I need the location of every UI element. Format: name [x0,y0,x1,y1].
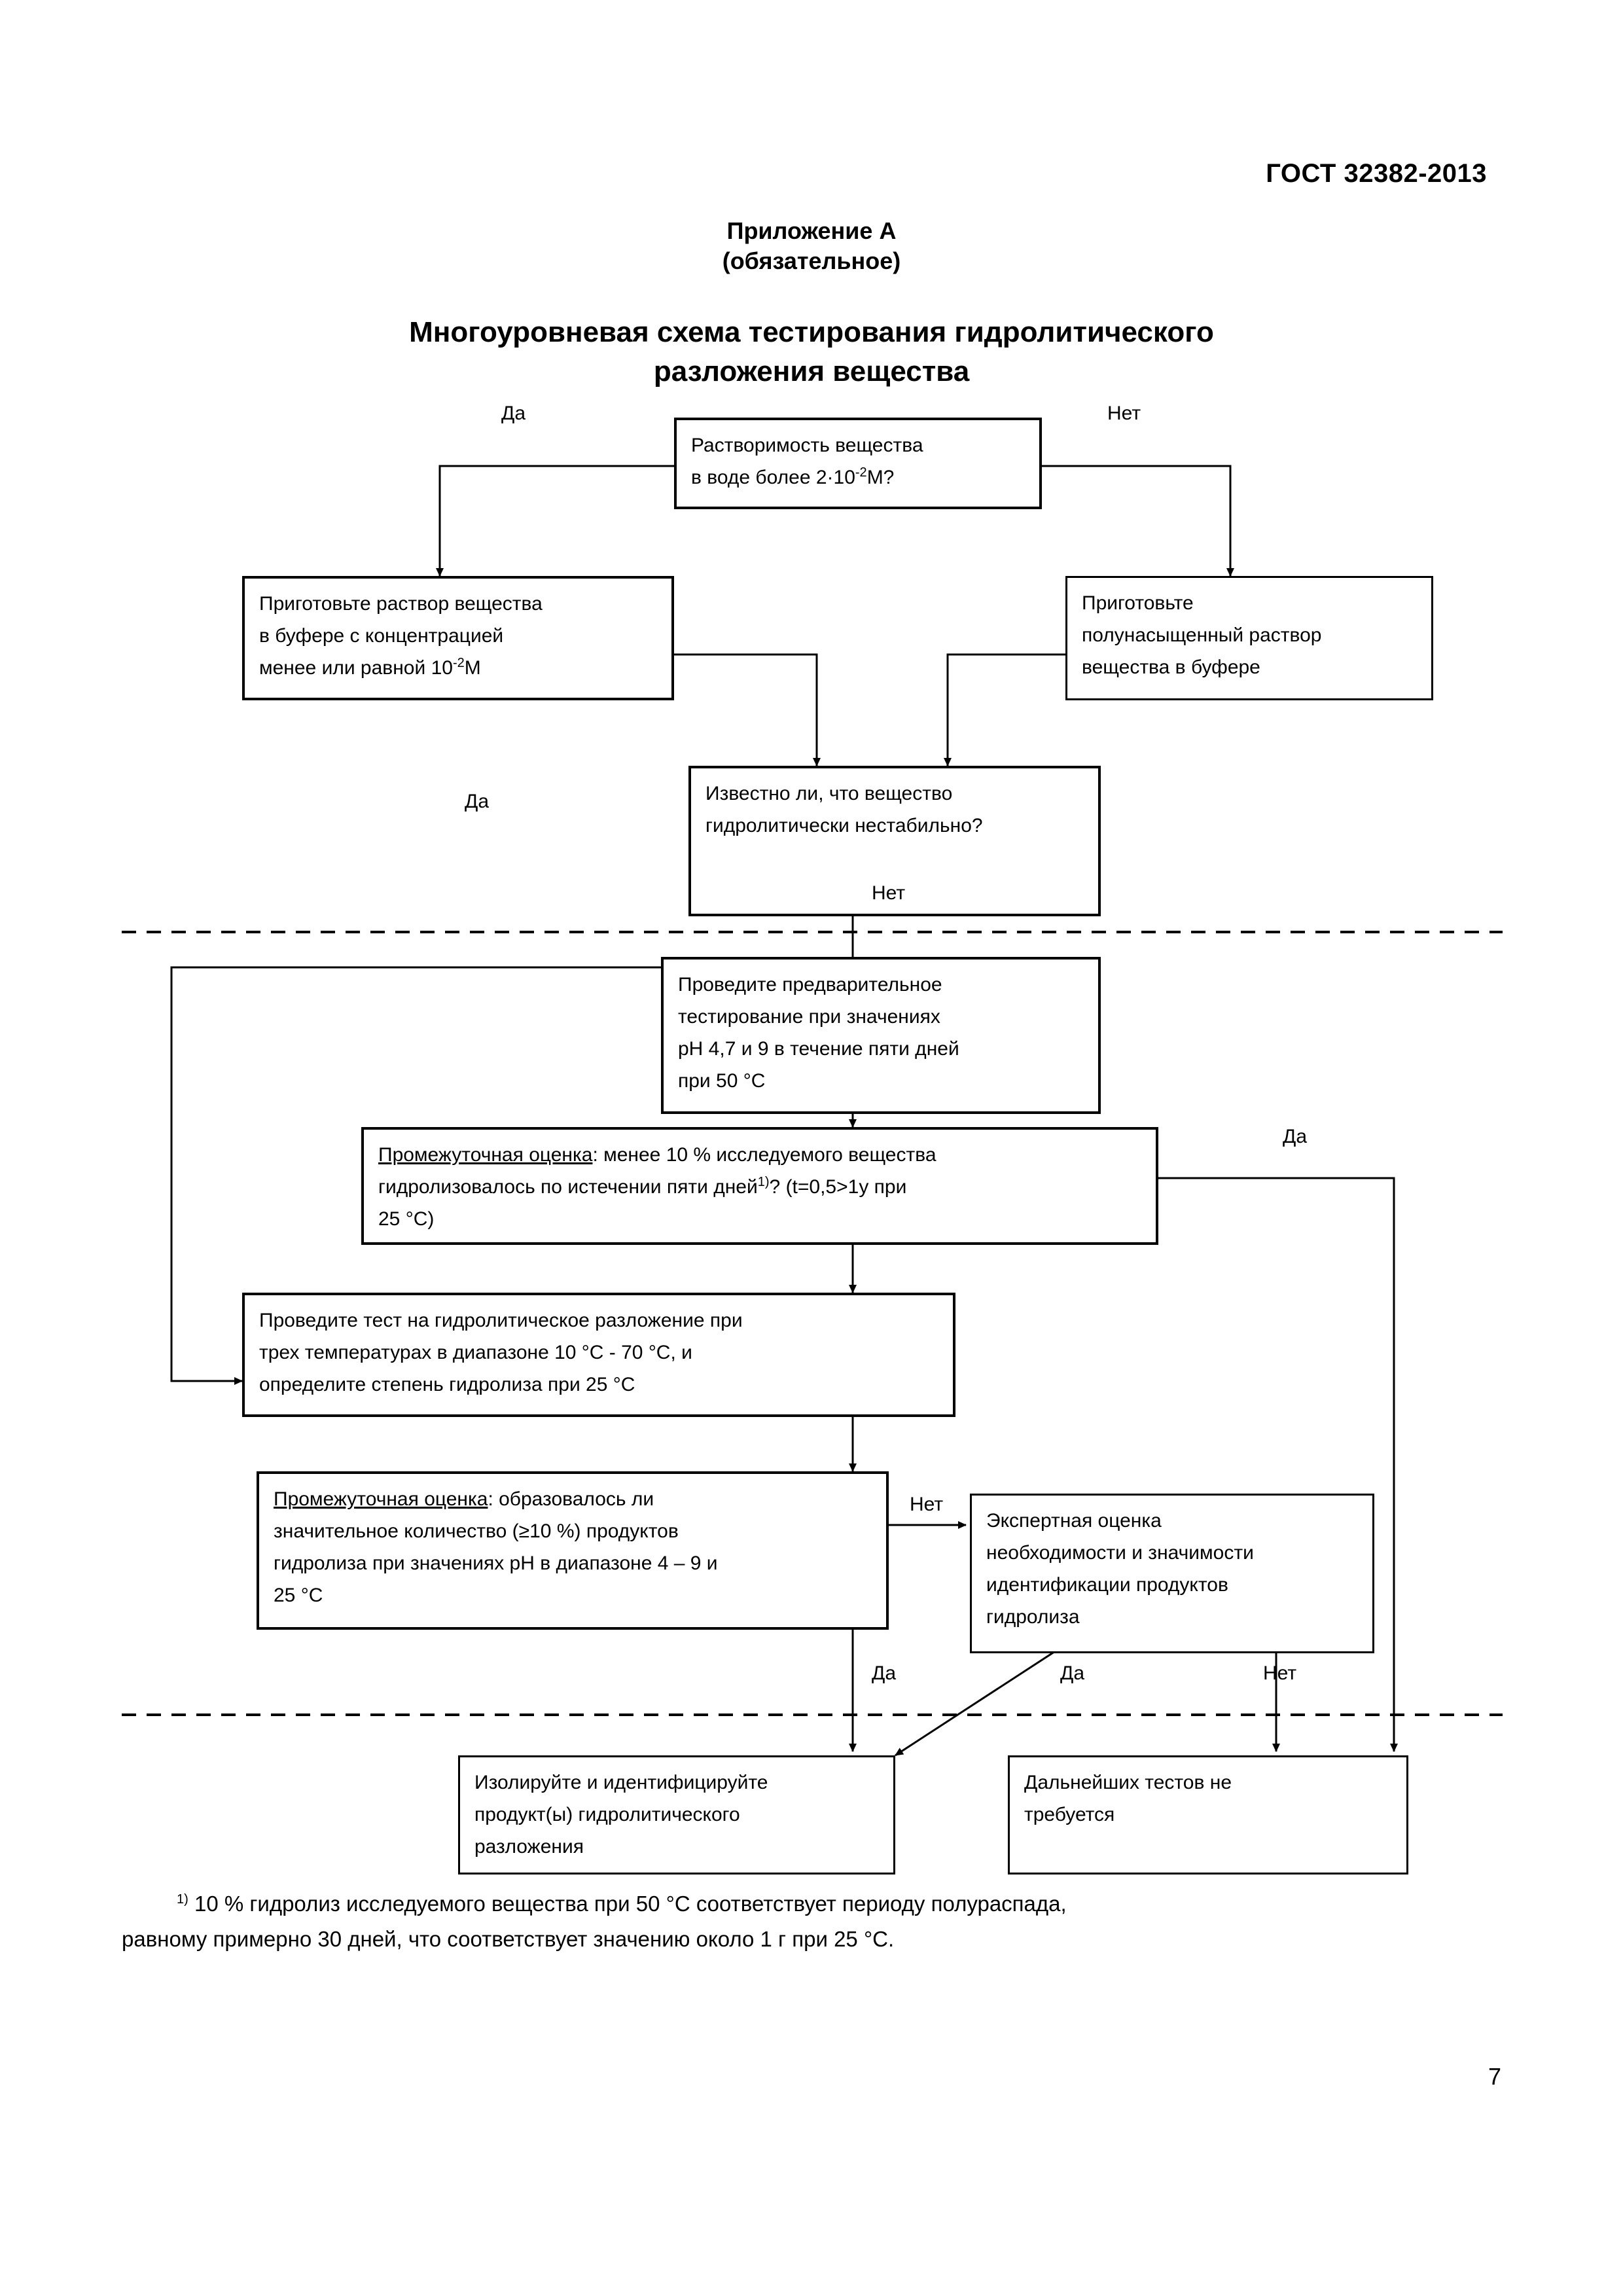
interim1-l2b: ? (t=0,5>1y при [769,1176,907,1198]
node-interim-assessment-2: Промежуточная оценка: образовалось ли зн… [257,1471,889,1630]
edge-label-yes-interim1: Да [1283,1126,1308,1147]
hydro-test-line2: трех температурах в диапазоне 10 °С - 70… [259,1342,692,1363]
interim1-line3: 25 °С) [378,1208,435,1230]
node-preliminary-test: Проведите предварительное тестирование п… [661,957,1101,1114]
footnote-marker: 1) [177,1892,188,1907]
standard-header: ГОСТ 32382-2013 [1266,159,1487,188]
interim2-underline: Промежуточная оценка [274,1488,488,1510]
footnote-line1: 10 % гидролиз исследуемого вещества при … [188,1892,1067,1916]
expert-line4: гидролиза [986,1606,1080,1628]
edge-label-yes-known: Да [465,791,490,812]
node-solubility-decision: Растворимость вещества в воде более 2·10… [674,418,1042,509]
node-prepare-semisaturated: Приготовьте полунасыщенный раствор вещес… [1065,576,1433,700]
interim2-line1: Промежуточная оценка: образовалось ли [274,1483,873,1515]
footnote: 1) 10 % гидролиз исследуемого вещества п… [122,1886,1503,1957]
node-hydrolysis-test: Проведите тест на гидролитическое разлож… [242,1293,955,1417]
interim2-line3: гидролиза при значениях pH в диапазоне 4… [274,1552,718,1574]
interim1-underline: Промежуточная оценка [378,1144,593,1166]
node-solubility-line1: Растворимость вещества [691,435,923,456]
known-instability-line1: Известно ли, что вещество [705,783,953,804]
interim1-line1: Промежуточная оценка: менее 10 % исследу… [378,1139,1143,1171]
edge-label-yes-solubility: Да [501,403,526,424]
edge-label-no-expert: Нет [1263,1662,1297,1684]
node-known-instability-decision: Известно ли, что вещество гидролитически… [688,766,1101,916]
expert-line3: идентификации продуктов [986,1574,1228,1596]
prepare-buffer-line1: Приготовьте раствор вещества [259,593,543,615]
isolate-line3: разложения [474,1836,584,1857]
solubility-l2c: М? [866,467,895,488]
solubility-l2b: ·10 [827,467,855,488]
solubility-l2a: в воде более 2 [691,467,827,488]
edge-label-yes-interim2: Да [872,1662,897,1684]
page-number: 7 [1488,2063,1501,2090]
expert-line1: Экспертная оценка [986,1510,1162,1532]
expert-line2: необходимости и значимости [986,1542,1254,1564]
isolate-line2: продукт(ы) гидролитического [474,1804,740,1825]
edge-label-no-known: Нет [872,882,906,904]
interim1-footnote-ref: 1) [757,1175,770,1189]
hydro-test-line1: Проведите тест на гидролитическое разлож… [259,1310,743,1331]
interim1-l2a: гидролизовалось по истечении пяти дней [378,1176,758,1198]
nofurther-line2: требуется [1024,1804,1115,1825]
prelim-line3: pH 4,7 и 9 в течение пяти дней [678,1038,959,1060]
prepare-buffer-l3b: М [464,657,481,679]
semisat-line1: Приготовьте [1082,592,1194,614]
node-isolate-identify: Изолируйте и идентифицируйте продукт(ы) … [458,1755,895,1874]
isolate-line1: Изолируйте и идентифицируйте [474,1772,768,1793]
hydro-test-line3: определите степень гидролиза при 25 °С [259,1374,635,1395]
edge-label-yes-expert: Да [1060,1662,1085,1684]
prelim-line1: Проведите предварительное [678,974,942,996]
semisat-line2: полунасыщенный раствор [1082,624,1322,646]
scheme-title-line2: разложения вещества [653,355,970,387]
node-prepare-buffer-solution: Приготовьте раствор вещества в буфере с … [242,576,674,700]
node-expert-assessment: Экспертная оценка необходимости и значим… [970,1494,1374,1653]
semisat-line3: вещества в буфере [1082,656,1260,678]
node-no-further-tests: Дальнейших тестов не требуется [1008,1755,1408,1874]
annex-heading: Приложение А (обязательное) [0,216,1623,276]
interim2-line4: 25 °С [274,1585,323,1606]
prepare-buffer-line3: менее или равной 10-2М [259,652,658,684]
solubility-exp: -2 [855,465,867,480]
prepare-buffer-line2: в буфере с концентрацией [259,625,504,647]
edge-label-no-solubility: Нет [1107,403,1141,424]
prepare-buffer-exp: -2 [452,656,465,670]
interim2-line2: значительное количество (≥10 %) продукто… [274,1520,679,1542]
nofurther-line1: Дальнейших тестов не [1024,1772,1232,1793]
prelim-line4: при 50 °С [678,1070,766,1092]
annex-status: (обязательное) [722,247,901,274]
interim1-line2: гидролизовалось по истечении пяти дней1)… [378,1171,1143,1203]
scheme-title-line1: Многоуровневая схема тестирования гидрол… [409,316,1214,348]
node-solubility-line2: в воде более 2·10-2М? [691,461,1026,493]
interim2-rest: : образовалось ли [488,1488,654,1510]
node-interim-assessment-1: Промежуточная оценка: менее 10 % исследу… [361,1127,1158,1245]
edge-label-no-interim2: Нет [910,1494,944,1515]
interim1-rest: : менее 10 % исследуемого вещества [592,1144,936,1166]
known-instability-line2: гидролитически нестабильно? [705,815,983,836]
prelim-line2: тестирование при значениях [678,1006,940,1028]
footnote-line2: равному примерно 30 дней, что соответств… [122,1927,895,1951]
annex-label: Приложение А [726,217,897,244]
prepare-buffer-l3a: менее или равной 10 [259,657,453,679]
scheme-title: Многоуровневая схема тестирования гидрол… [196,313,1427,391]
